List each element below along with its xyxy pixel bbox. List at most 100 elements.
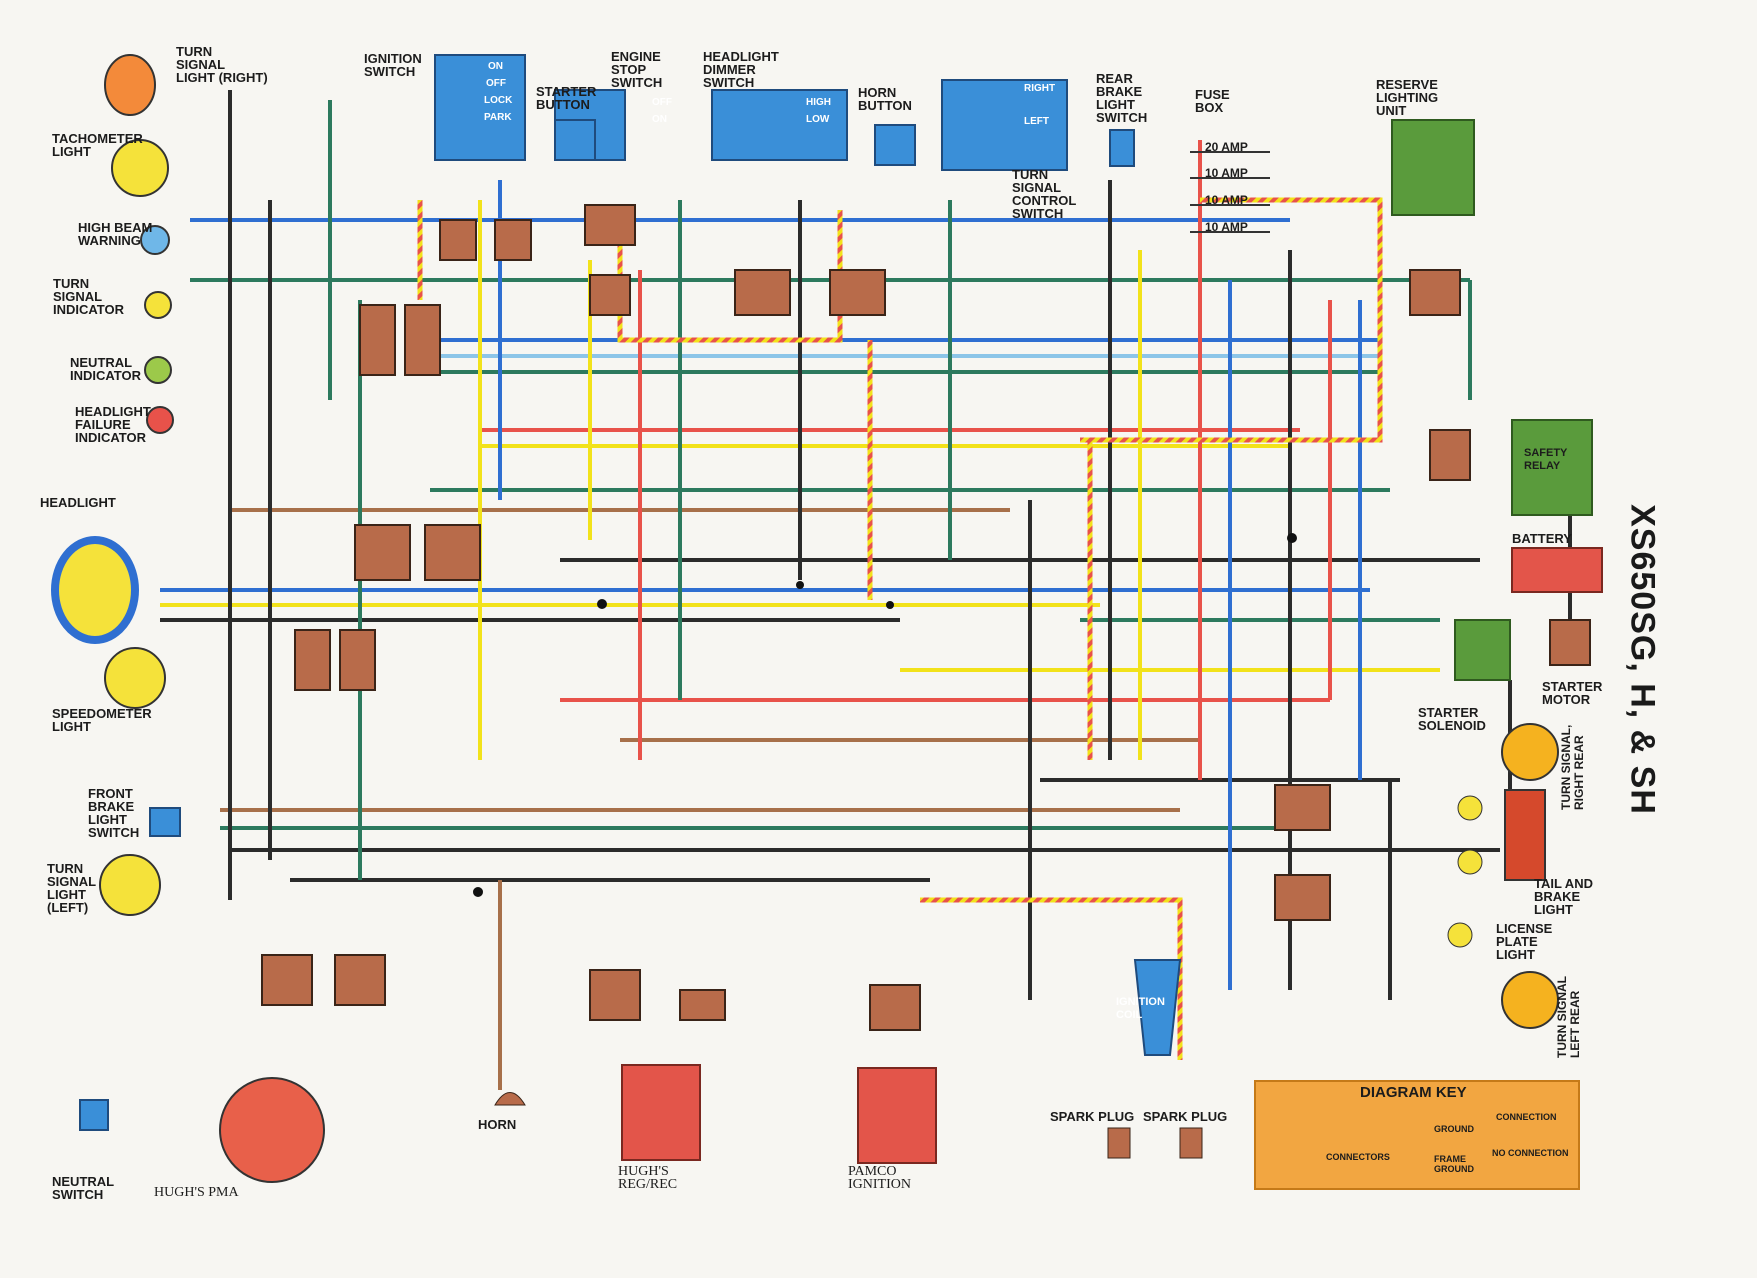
fuse-2-label: 10 AMP (1205, 166, 1248, 180)
label-tachometer-light: TACHOMETER LIGHT (52, 131, 143, 159)
label-speedometer-light: SPEEDOMETER LIGHT (52, 706, 152, 734)
label-front-brake-switch: FRONT BRAKE LIGHT SWITCH (88, 786, 140, 840)
wire-striped (417, 197, 1383, 1060)
label-rear-brake-switch: REAR BRAKE LIGHT SWITCH (1096, 71, 1148, 125)
key-no-connection: NO CONNECTION (1492, 1148, 1569, 1158)
label-turn-signal-indicator: TURN SIGNAL INDICATOR (53, 276, 125, 317)
turn-signal-right-lamp (104, 54, 156, 116)
key-connectors: CONNECTORS (1326, 1152, 1390, 1162)
ign-pos-off: OFF (486, 78, 506, 89)
horn-button-body (874, 124, 916, 166)
label-ignition-coil: IGNITION COIL (1116, 996, 1165, 1021)
label-horn-button: HORN BUTTON (858, 85, 912, 113)
connectors (261, 204, 1471, 1031)
high-beam-lamp (140, 225, 170, 255)
key-connection: CONNECTION (1496, 1112, 1557, 1122)
label-headlight: HEADLIGHT (40, 495, 116, 510)
label-ignition-switch: IGNITION SWITCH (364, 51, 422, 79)
tail-bulb-2 (1457, 849, 1483, 875)
turn-pos-right: RIGHT (1024, 83, 1056, 94)
label-battery: BATTERY (1512, 531, 1572, 546)
pma-stator (219, 1077, 325, 1183)
wire-bundle-vertical (228, 90, 1572, 1090)
spark-plug-1-body (1107, 1127, 1131, 1159)
label-starter-button: STARTER BUTTON (536, 84, 597, 112)
ignition-switch-body (434, 54, 526, 161)
fuse-4-label: 10 AMP (1205, 220, 1248, 234)
starter-motor-unit (1549, 619, 1591, 666)
turn-control-switch-body (941, 79, 1068, 171)
dimmer-pos-high: HIGH (806, 97, 831, 108)
turn-indicator-lamp (144, 291, 172, 319)
lamps-right (1447, 723, 1559, 1029)
fuse-box (1190, 151, 1270, 233)
label-safety-relay: SAFETY RELAY (1524, 447, 1568, 472)
label-turn-signal-left: TURN SIGNAL LIGHT (LEFT) (47, 861, 97, 915)
key-ground: GROUND (1434, 1124, 1474, 1134)
battery-unit (1511, 547, 1603, 593)
dimmer-pos-low: LOW (806, 114, 830, 125)
pamco-unit (857, 1067, 937, 1164)
model-title-text: XS650SG, H, & SH (1623, 504, 1662, 815)
ignition-coil-body (1133, 959, 1182, 1056)
label-neutral-switch: NEUTRAL SWITCH (52, 1174, 115, 1202)
label-turn-signal-left-rear: TURN SIGNAL LEFT REAR (1555, 976, 1582, 1058)
dimmer-switch-body (711, 89, 848, 161)
tachometer-lamp (111, 139, 169, 197)
headlight-failure-lamp (146, 406, 174, 434)
diagram-key-title: DIAGRAM KEY (1360, 1084, 1467, 1101)
handlebar-switches (149, 54, 1135, 837)
starter-button-body (554, 119, 596, 161)
label-hughs-pma: HUGH'S PMA (154, 1185, 239, 1200)
safety-relay-unit (1511, 419, 1593, 516)
label-turn-signal-control: TURN SIGNAL CONTROL SWITCH (1012, 167, 1077, 221)
label-starter-motor: STARTER MOTOR (1542, 679, 1603, 707)
turn-signal-left-rear-lamp (1501, 971, 1559, 1029)
label-headlight-dimmer-switch: HEADLIGHT DIMMER SWITCH (703, 49, 779, 90)
label-high-beam-warning: HIGH BEAM WARNING (78, 220, 153, 248)
label-license-plate-light: LICENSE PLATE LIGHT (1496, 921, 1553, 962)
reserve-lighting-unit (1391, 119, 1475, 216)
connection-dots (473, 533, 1297, 897)
label-turn-signal-right-rear: TURN SIGNAL, RIGHT REAR (1559, 724, 1586, 810)
units (79, 119, 1603, 1183)
ign-pos-on: ON (488, 61, 503, 72)
turn-signal-right-rear-lamp (1501, 723, 1559, 781)
stop-pos-off: OFF (652, 97, 672, 108)
label-pamco-ignition: PAMCO IGNITION (848, 1164, 911, 1192)
label-turn-signal-right: TURN SIGNAL LIGHT (RIGHT) (176, 44, 268, 85)
label-spark-plug-2: SPARK PLUG (1143, 1109, 1228, 1124)
label-tail-brake-light: TAIL AND BRAKE LIGHT (1534, 876, 1593, 917)
ign-pos-park: PARK (484, 112, 512, 123)
spark-plug-2-body (1179, 1127, 1203, 1159)
license-bulb (1447, 922, 1473, 948)
fuse-3-label: 10 AMP (1205, 193, 1248, 207)
front-brake-switch-body (149, 807, 181, 837)
diagram-key: DIAGRAM KEY GROUND CONNECTION CONNECTORS… (1254, 1080, 1580, 1190)
label-fuse-box: FUSE BOX (1195, 87, 1230, 115)
label-headlight-failure: HEADLIGHT FAILURE INDICATOR (75, 404, 151, 445)
label-horn: HORN (478, 1117, 517, 1132)
headlight-lamp (51, 536, 139, 644)
tail-brake-lamp (1504, 789, 1546, 881)
ign-pos-lock: LOCK (484, 95, 513, 106)
speedometer-lamp (104, 647, 166, 709)
neutral-indicator-lamp (144, 356, 172, 384)
label-spark-plug-1: SPARK PLUG (1050, 1109, 1135, 1124)
label-starter-solenoid: STARTER SOLENOID (1418, 705, 1486, 733)
fuse-1-label: 20 AMP (1205, 140, 1248, 154)
stop-pos-on: ON (652, 114, 667, 125)
key-frame-ground: FRAME GROUND (1434, 1154, 1474, 1174)
label-engine-stop-switch: ENGINE STOP SWITCH (611, 49, 663, 90)
horn-body (494, 1092, 526, 1106)
label-reserve-lighting: RESERVE LIGHTING UNIT (1376, 77, 1439, 118)
turn-signal-left-lamp (99, 854, 161, 916)
starter-solenoid-unit (1454, 619, 1511, 681)
tail-bulb-1 (1457, 795, 1483, 821)
rear-brake-switch-body (1109, 129, 1135, 167)
neutral-switch-body (79, 1099, 109, 1131)
turn-pos-left: LEFT (1024, 116, 1049, 127)
lamps-left (51, 54, 174, 916)
